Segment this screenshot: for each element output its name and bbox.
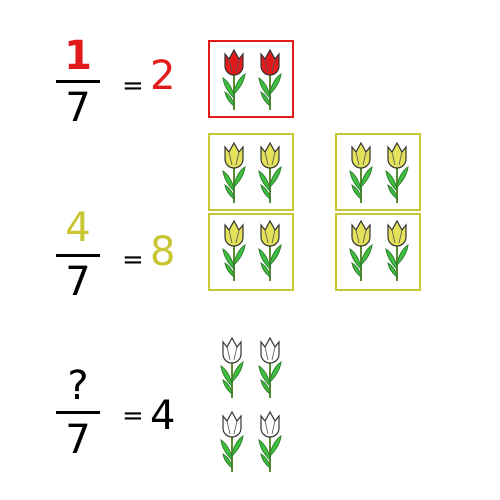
- group-box-yellow-1: [208, 133, 294, 211]
- fraction-bar-row3: [56, 411, 100, 414]
- tulip-icon: [222, 48, 246, 110]
- group-box-red: [208, 40, 294, 118]
- tulip-icon: [385, 141, 409, 203]
- tulip-icon: [385, 219, 409, 281]
- numerator-row2: 4: [65, 205, 91, 251]
- denominator-row2: 7: [65, 259, 91, 305]
- tulip-icon: [220, 410, 244, 472]
- tulip-icon: [222, 141, 246, 203]
- numerator-row1: 1: [64, 33, 92, 79]
- equals-row2: =: [122, 245, 144, 275]
- tulip-icon: [220, 336, 244, 398]
- tulip-icon: [258, 141, 282, 203]
- equals-row1: =: [122, 71, 144, 101]
- numerator-row3: ?: [67, 363, 89, 409]
- tulip-icon: [258, 219, 282, 281]
- tulip-icon: [349, 141, 373, 203]
- tulip-icon: [258, 48, 282, 110]
- denominator-row1: 7: [65, 85, 91, 131]
- group-box-yellow-4: [335, 213, 421, 291]
- result-row1: 2: [150, 53, 176, 99]
- group-box-yellow-2: [208, 213, 294, 291]
- fraction-bar-row1: [56, 80, 100, 83]
- group-box-yellow-3: [335, 133, 421, 211]
- denominator-row3: 7: [65, 417, 91, 463]
- equals-row3: =: [122, 401, 144, 431]
- tulip-icon: [349, 219, 373, 281]
- result-row2: 8: [150, 229, 176, 275]
- tulip-icon: [222, 219, 246, 281]
- result-row3: 4: [150, 393, 176, 439]
- fraction-bar-row2: [56, 254, 100, 257]
- tulip-icon: [258, 336, 282, 398]
- tulip-icon: [258, 410, 282, 472]
